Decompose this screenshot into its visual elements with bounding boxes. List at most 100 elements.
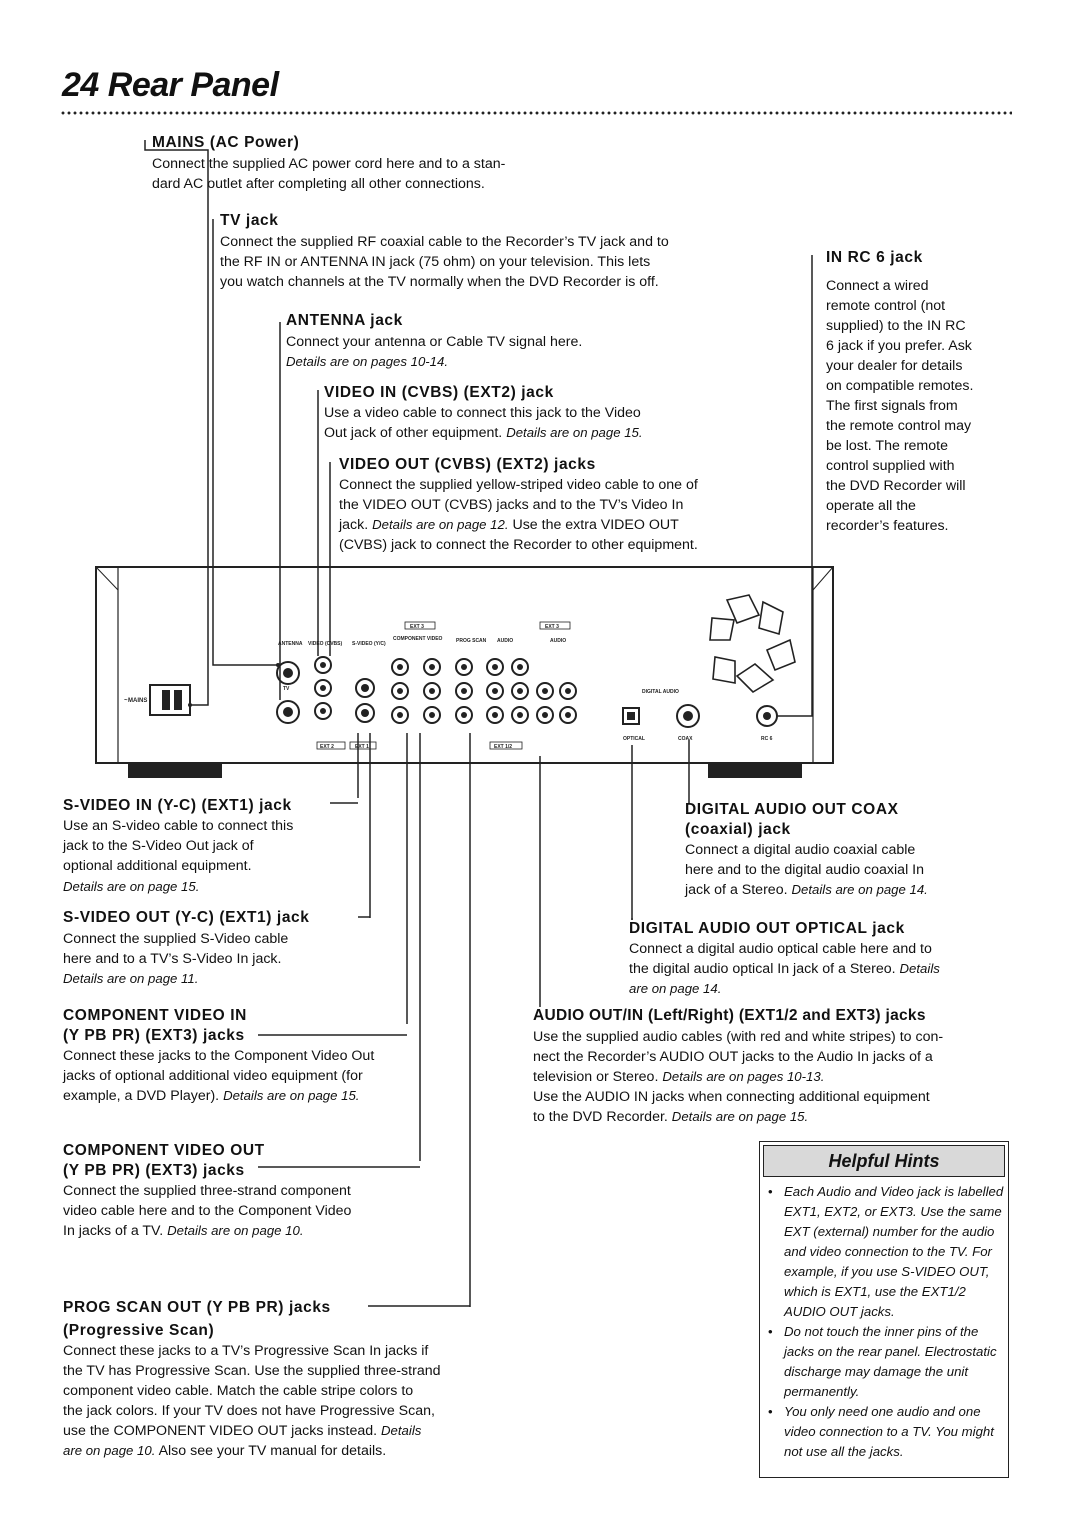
svideo-in-heading: S-VIDEO IN (Y-C) (EXT1) jack: [63, 797, 292, 814]
in-rc6-line: your dealer for details: [826, 358, 963, 374]
prog-scan-text-5a: use the COMPONENT VIDEO OUT jacks instea…: [63, 1423, 378, 1439]
dotted-divider: [60, 110, 1012, 116]
coax-text-1: Connect a digital audio coaxial cable: [685, 842, 916, 858]
video-out-text-3: jack. Details are on page 12. Use the ex…: [339, 515, 679, 535]
in-rc6-line: the remote control may: [826, 418, 972, 434]
prog-scan-text-6: are on page 10. Also see your TV manual …: [63, 1441, 386, 1461]
fan-vents: [709, 594, 796, 694]
prog-scan-details-1: Details: [381, 1423, 422, 1438]
ext3-label-1: EXT 3: [410, 624, 424, 630]
video-cvbs-section: VIDEO (CVBS) EXT 2: [308, 641, 346, 750]
in-rc6-line: remote control (not: [826, 298, 946, 314]
svideo-in-text-1: Use an S-video cable to connect this: [63, 818, 294, 834]
audio-text-5a: to the DVD Recorder.: [533, 1109, 668, 1125]
comp-out-text-1: Connect the supplied three-strand compon…: [63, 1183, 351, 1199]
audio-text-3: television or Stereo. Details are on pag…: [533, 1067, 824, 1087]
audio-section: AUDIO EXT 3 AUDIO EXT 1/2: [486, 621, 577, 750]
prog-scan-heading-1: PROG SCAN OUT (Y PB PR) jacks: [63, 1299, 331, 1316]
prog-scan-heading-2: (Progressive Scan): [63, 1322, 215, 1339]
in-rc6-line: supplied) to the IN RC: [826, 318, 966, 334]
svideo-out-text-1: Connect the supplied S-Video cable: [63, 931, 289, 947]
coax-text-3: jack of a Stereo. Details are on page 14…: [685, 880, 928, 900]
coax-heading-1: DIGITAL AUDIO OUT COAX: [685, 801, 899, 818]
comp-in-text-3a: example, a DVD Player).: [63, 1088, 220, 1104]
comp-out-text-2: video cable here and to the Component Vi…: [63, 1203, 352, 1219]
hint-item: You only need one audio and one video co…: [766, 1402, 1004, 1462]
comp-in-heading-1: COMPONENT VIDEO IN: [63, 1007, 247, 1024]
coax-text-2: here and to the digital audio coaxial In: [685, 862, 924, 878]
audio-label-2: AUDIO: [550, 638, 566, 644]
svideo-in-text-2: jack to the S-Video Out jack of: [63, 838, 254, 854]
tv-label: TV: [283, 686, 290, 692]
tv-jack-text-1: Connect the supplied RF coaxial cable to…: [220, 234, 669, 250]
foot-right: [708, 762, 802, 778]
in-rc6-line: be lost. The remote: [826, 438, 948, 454]
mains-text-2: dard AC outlet after completing all othe…: [152, 176, 485, 192]
comp-in-heading-2: (Y PB PR) (EXT3) jacks: [63, 1027, 245, 1044]
helpful-hints-box: Helpful Hints Each Audio and Video jack …: [759, 1141, 1009, 1478]
svideo-section: S-VIDEO (Y/C) EXT 1: [349, 641, 386, 750]
svideo-in-text-3: optional additional equipment.: [63, 858, 252, 874]
prog-scan-text-6b: Also see your TV manual for details.: [158, 1443, 387, 1459]
mains-text-1: Connect the supplied AC power cord here …: [152, 156, 506, 172]
coax-details: Details are on page 14.: [791, 882, 928, 897]
comp-in-text-1: Connect these jacks to the Component Vid…: [63, 1048, 375, 1064]
video-in-heading: VIDEO IN (CVBS) (EXT2) jack: [324, 384, 554, 401]
in-rc6-line: operate all the: [826, 498, 916, 514]
video-out-text-2: the VIDEO OUT (CVBS) jacks and to the TV…: [339, 497, 684, 513]
page-title: 24 Rear Panel: [62, 66, 279, 104]
comp-in-text-2: jacks of optional additional video equip…: [63, 1068, 363, 1084]
chassis-inner: [117, 566, 814, 764]
mains-socket: ~ MAINS: [124, 684, 191, 716]
audio-text-2: nect the Recorder’s AUDIO OUT jacks to t…: [533, 1049, 933, 1065]
comp-out-text-3: In jacks of a TV. Details are on page 10…: [63, 1221, 304, 1241]
comp-out-text-3a: In jacks of a TV.: [63, 1223, 164, 1239]
antenna-tv-section: ANTENNA TV: [276, 641, 303, 724]
component-section: EXT 3 COMPONENT VIDEO: [391, 621, 443, 724]
in-rc6-heading: IN RC 6 jack: [826, 249, 923, 266]
hint-item: Each Audio and Video jack is labelled EX…: [766, 1182, 1004, 1322]
prog-scan-text-3: component video cable. Match the cable s…: [63, 1383, 414, 1399]
audio-label-1: AUDIO: [497, 638, 513, 644]
mains-label: MAINS: [128, 698, 147, 704]
antenna-label: ANTENNA: [278, 641, 303, 647]
video-in-details: Details are on page 15.: [506, 425, 643, 440]
audio-heading: AUDIO OUT/IN (Left/Right) (EXT1/2 and EX…: [533, 1007, 926, 1024]
ext1-label: EXT 1: [355, 744, 369, 750]
video-out-heading: VIDEO OUT (CVBS) (EXT2) jacks: [339, 456, 596, 473]
video-in-text-1: Use a video cable to connect this jack t…: [324, 405, 641, 421]
prog-scan-section: PROG SCAN: [455, 638, 487, 724]
svideo-label: S-VIDEO (Y/C): [352, 641, 386, 647]
tv-jack-text-3: you watch channels at the TV normally wh…: [220, 274, 659, 290]
optical-text-2a: the digital audio optical In jack of a S…: [629, 961, 896, 977]
in-rc6-line: 6 jack if you prefer. Ask: [826, 338, 972, 354]
digital-audio-section: DIGITAL AUDIO OPTICAL COAX RC 6: [622, 689, 778, 742]
comp-out-heading-2: (Y PB PR) (EXT3) jacks: [63, 1162, 245, 1179]
prog-scan-details-2: are on page 10.: [63, 1443, 156, 1458]
coax-text-3a: jack of a Stereo.: [685, 882, 788, 898]
optical-text-1: Connect a digital audio optical cable he…: [629, 941, 932, 957]
optical-details-1: Details: [899, 961, 940, 976]
in-rc6-line: on compatible remotes.: [826, 378, 974, 394]
audio-text-3a: television or Stereo.: [533, 1069, 659, 1085]
comp-out-heading-1: COMPONENT VIDEO OUT: [63, 1142, 265, 1159]
hint-item: Do not touch the inner pins of the jacks…: [766, 1322, 1004, 1402]
leader-lines: [144, 140, 813, 1307]
antenna-details: Details are on pages 10-14.: [286, 354, 449, 369]
optical-label: OPTICAL: [623, 736, 645, 742]
in-rc6-line: The first signals from: [826, 398, 958, 414]
helpful-hints-list: Each Audio and Video jack is labelled EX…: [766, 1182, 1004, 1462]
comp-in-details: Details are on page 15.: [223, 1088, 360, 1103]
in-rc6-body: Connect a wired remote control (not supp…: [826, 276, 973, 536]
mains-heading: MAINS (AC Power): [152, 134, 300, 151]
ext3-label-2: EXT 3: [545, 624, 559, 630]
antenna-text: Connect your antenna or Cable TV signal …: [286, 334, 583, 350]
video-in-text-2: Out jack of other equipment. Details are…: [324, 423, 643, 443]
digital-audio-label: DIGITAL AUDIO: [642, 689, 679, 695]
audio-text-5: to the DVD Recorder. Details are on page…: [533, 1107, 808, 1127]
in-rc6-line: the DVD Recorder will: [826, 478, 966, 494]
audio-details-2: Details are on page 15.: [671, 1109, 809, 1124]
svideo-in-details: Details are on page 15.: [63, 879, 200, 894]
prog-scan-text-4: the jack colors. If your TV does not hav…: [63, 1403, 435, 1419]
